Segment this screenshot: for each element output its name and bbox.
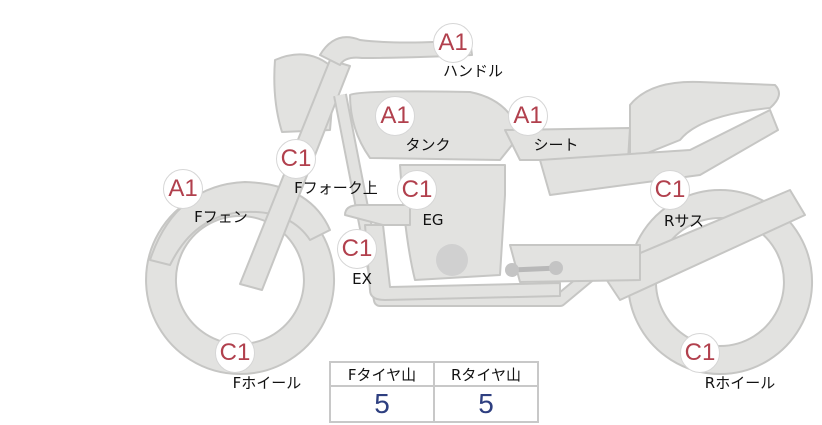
front-tire-value: 5 [329, 385, 435, 423]
part-label-rear-suspension: Rサス [663, 212, 705, 230]
grade-badge-front-wheel[interactable]: C1 [215, 333, 255, 373]
grade-badge-front-fender[interactable]: A1 [163, 169, 203, 209]
rear-frame [539, 109, 779, 196]
grade-badge-rear-suspension[interactable]: C1 [650, 170, 690, 210]
part-label-front-fork: Fフォーク上 [294, 179, 378, 197]
tire-tread-table: Fタイヤ山 Rタイヤ山 5 5 [329, 361, 539, 423]
grade-badge-exhaust[interactable]: C1 [337, 229, 377, 269]
grade-badge-handle[interactable]: A1 [433, 23, 473, 63]
grade-badge-rear-wheel[interactable]: C1 [680, 333, 720, 373]
rear-tire-header: Rタイヤ山 [433, 361, 539, 387]
part-label-front-wheel: Fホイール [232, 374, 302, 392]
rear-tire-value: 5 [433, 385, 539, 423]
part-label-handle: ハンドル [442, 62, 504, 80]
part-label-engine: EG [422, 211, 444, 229]
grade-badge-front-fork[interactable]: C1 [276, 139, 316, 179]
swingarm [509, 244, 641, 283]
rear-cowl [629, 80, 780, 161]
front-tire-header: Fタイヤ山 [329, 361, 435, 387]
part-label-rear-wheel: Rホイール [704, 374, 776, 392]
grade-badge-tank[interactable]: A1 [375, 96, 415, 136]
exhaust-pipe [344, 204, 561, 301]
grade-badge-engine[interactable]: C1 [397, 170, 437, 210]
part-label-exhaust: EX [352, 270, 372, 288]
part-label-front-fender: Fフェン [194, 208, 248, 226]
muffler [599, 189, 806, 301]
part-label-tank: タンク [405, 136, 451, 154]
grade-badge-seat[interactable]: A1 [508, 96, 548, 136]
part-label-seat: シート [533, 136, 579, 154]
